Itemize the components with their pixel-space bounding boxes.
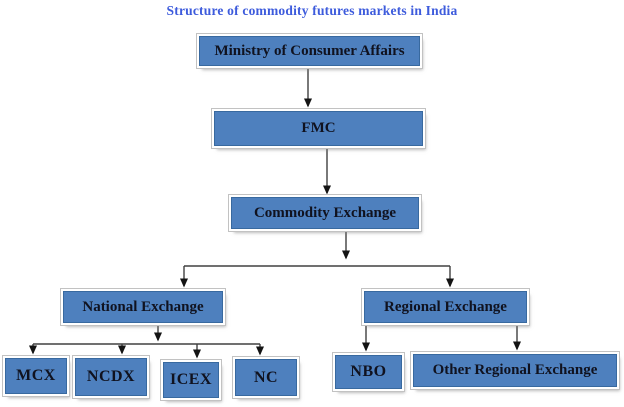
node-national-exchange: National Exchange bbox=[63, 291, 223, 323]
node-mcx: MCX bbox=[5, 358, 67, 394]
node-commodity-exchange: Commodity Exchange bbox=[231, 197, 419, 229]
node-ncdx: NCDX bbox=[75, 358, 147, 396]
node-regional-exchange: Regional Exchange bbox=[364, 291, 527, 323]
node-nc: NC bbox=[235, 359, 297, 396]
node-fmc: FMC bbox=[214, 111, 423, 146]
node-ministry-of-consumer-affairs: Ministry of Consumer Affairs bbox=[199, 36, 420, 66]
node-nbo: NBO bbox=[335, 355, 402, 389]
node-icex: ICEX bbox=[163, 362, 219, 398]
diagram-title: Structure of commodity futures markets i… bbox=[166, 3, 458, 18]
node-other-regional-exchange: Other Regional Exchange bbox=[413, 354, 617, 387]
